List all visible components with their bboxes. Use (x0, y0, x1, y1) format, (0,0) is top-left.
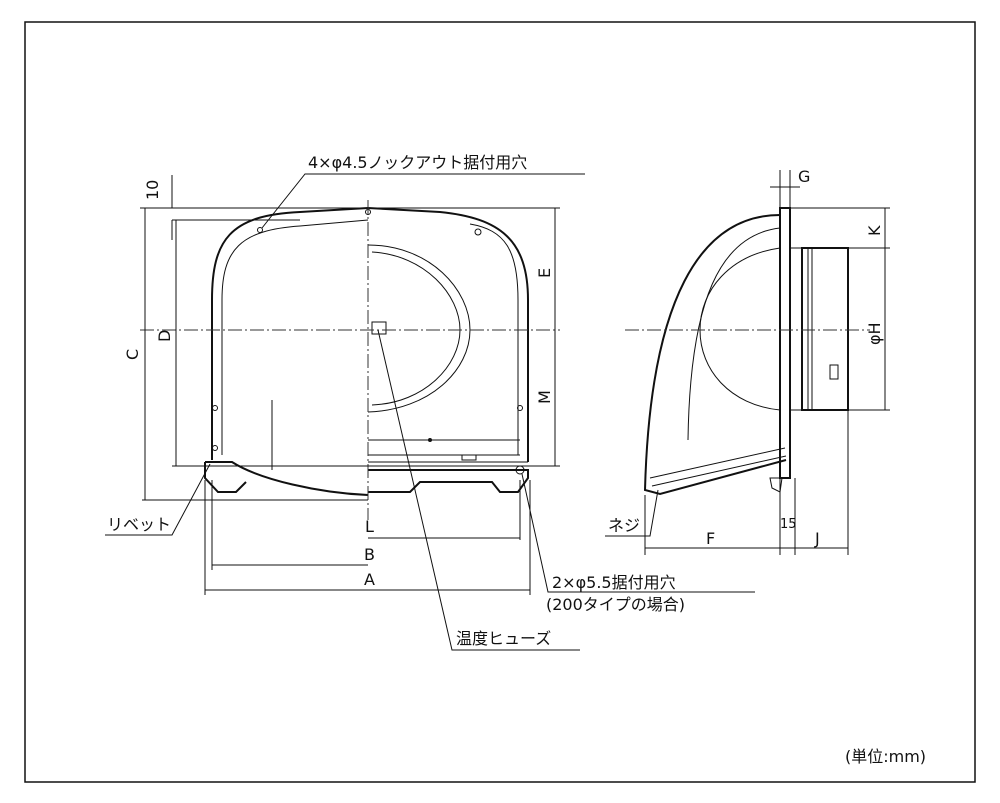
damper-disc (367, 244, 471, 413)
unit-note: (単位:mm) (845, 747, 926, 766)
svg-text:M: M (535, 390, 554, 404)
knockout-holes-label: 4×φ4.5ノックアウト据付用穴 (308, 153, 527, 172)
front-dimensions: 10 C D E M L B A (123, 175, 560, 595)
thermal-fuse-label: 温度ヒューズ (456, 629, 551, 648)
mount-flange (779, 207, 791, 479)
duct-pipe (801, 247, 849, 411)
svg-text:B: B (364, 545, 375, 564)
svg-text:10: 10 (143, 180, 162, 200)
svg-text:D: D (155, 330, 174, 342)
svg-text:C: C (123, 349, 142, 360)
mount-holes-label: 2×φ5.5据付用穴 (552, 573, 676, 592)
callouts: 4×φ4.5ノックアウト据付用穴 リベット 2×φ5.5据付用穴 (200タイプ… (105, 153, 755, 651)
rivet-label: リベット (107, 515, 171, 534)
drawing-frame (24, 21, 976, 783)
svg-text:φH: φH (865, 322, 884, 345)
svg-text:J: J (814, 529, 820, 548)
mount-holes-note: (200タイプの場合) (546, 595, 685, 614)
hood-outline (211, 206, 529, 462)
svg-text:F: F (706, 529, 715, 548)
screw-label: ネジ (608, 516, 640, 535)
side-view (625, 207, 870, 496)
svg-text:A: A (364, 570, 375, 589)
side-dome (699, 247, 781, 411)
svg-text:G: G (798, 167, 810, 186)
front-view (140, 200, 560, 520)
svg-text:E: E (535, 268, 554, 278)
side-dimensions: G K φH F 15 J (644, 167, 890, 555)
svg-text:L: L (365, 517, 374, 536)
svg-text:15: 15 (780, 517, 797, 532)
side-hood-outline (643, 214, 787, 496)
svg-text:K: K (865, 225, 884, 236)
hood-inner-line (221, 219, 369, 455)
